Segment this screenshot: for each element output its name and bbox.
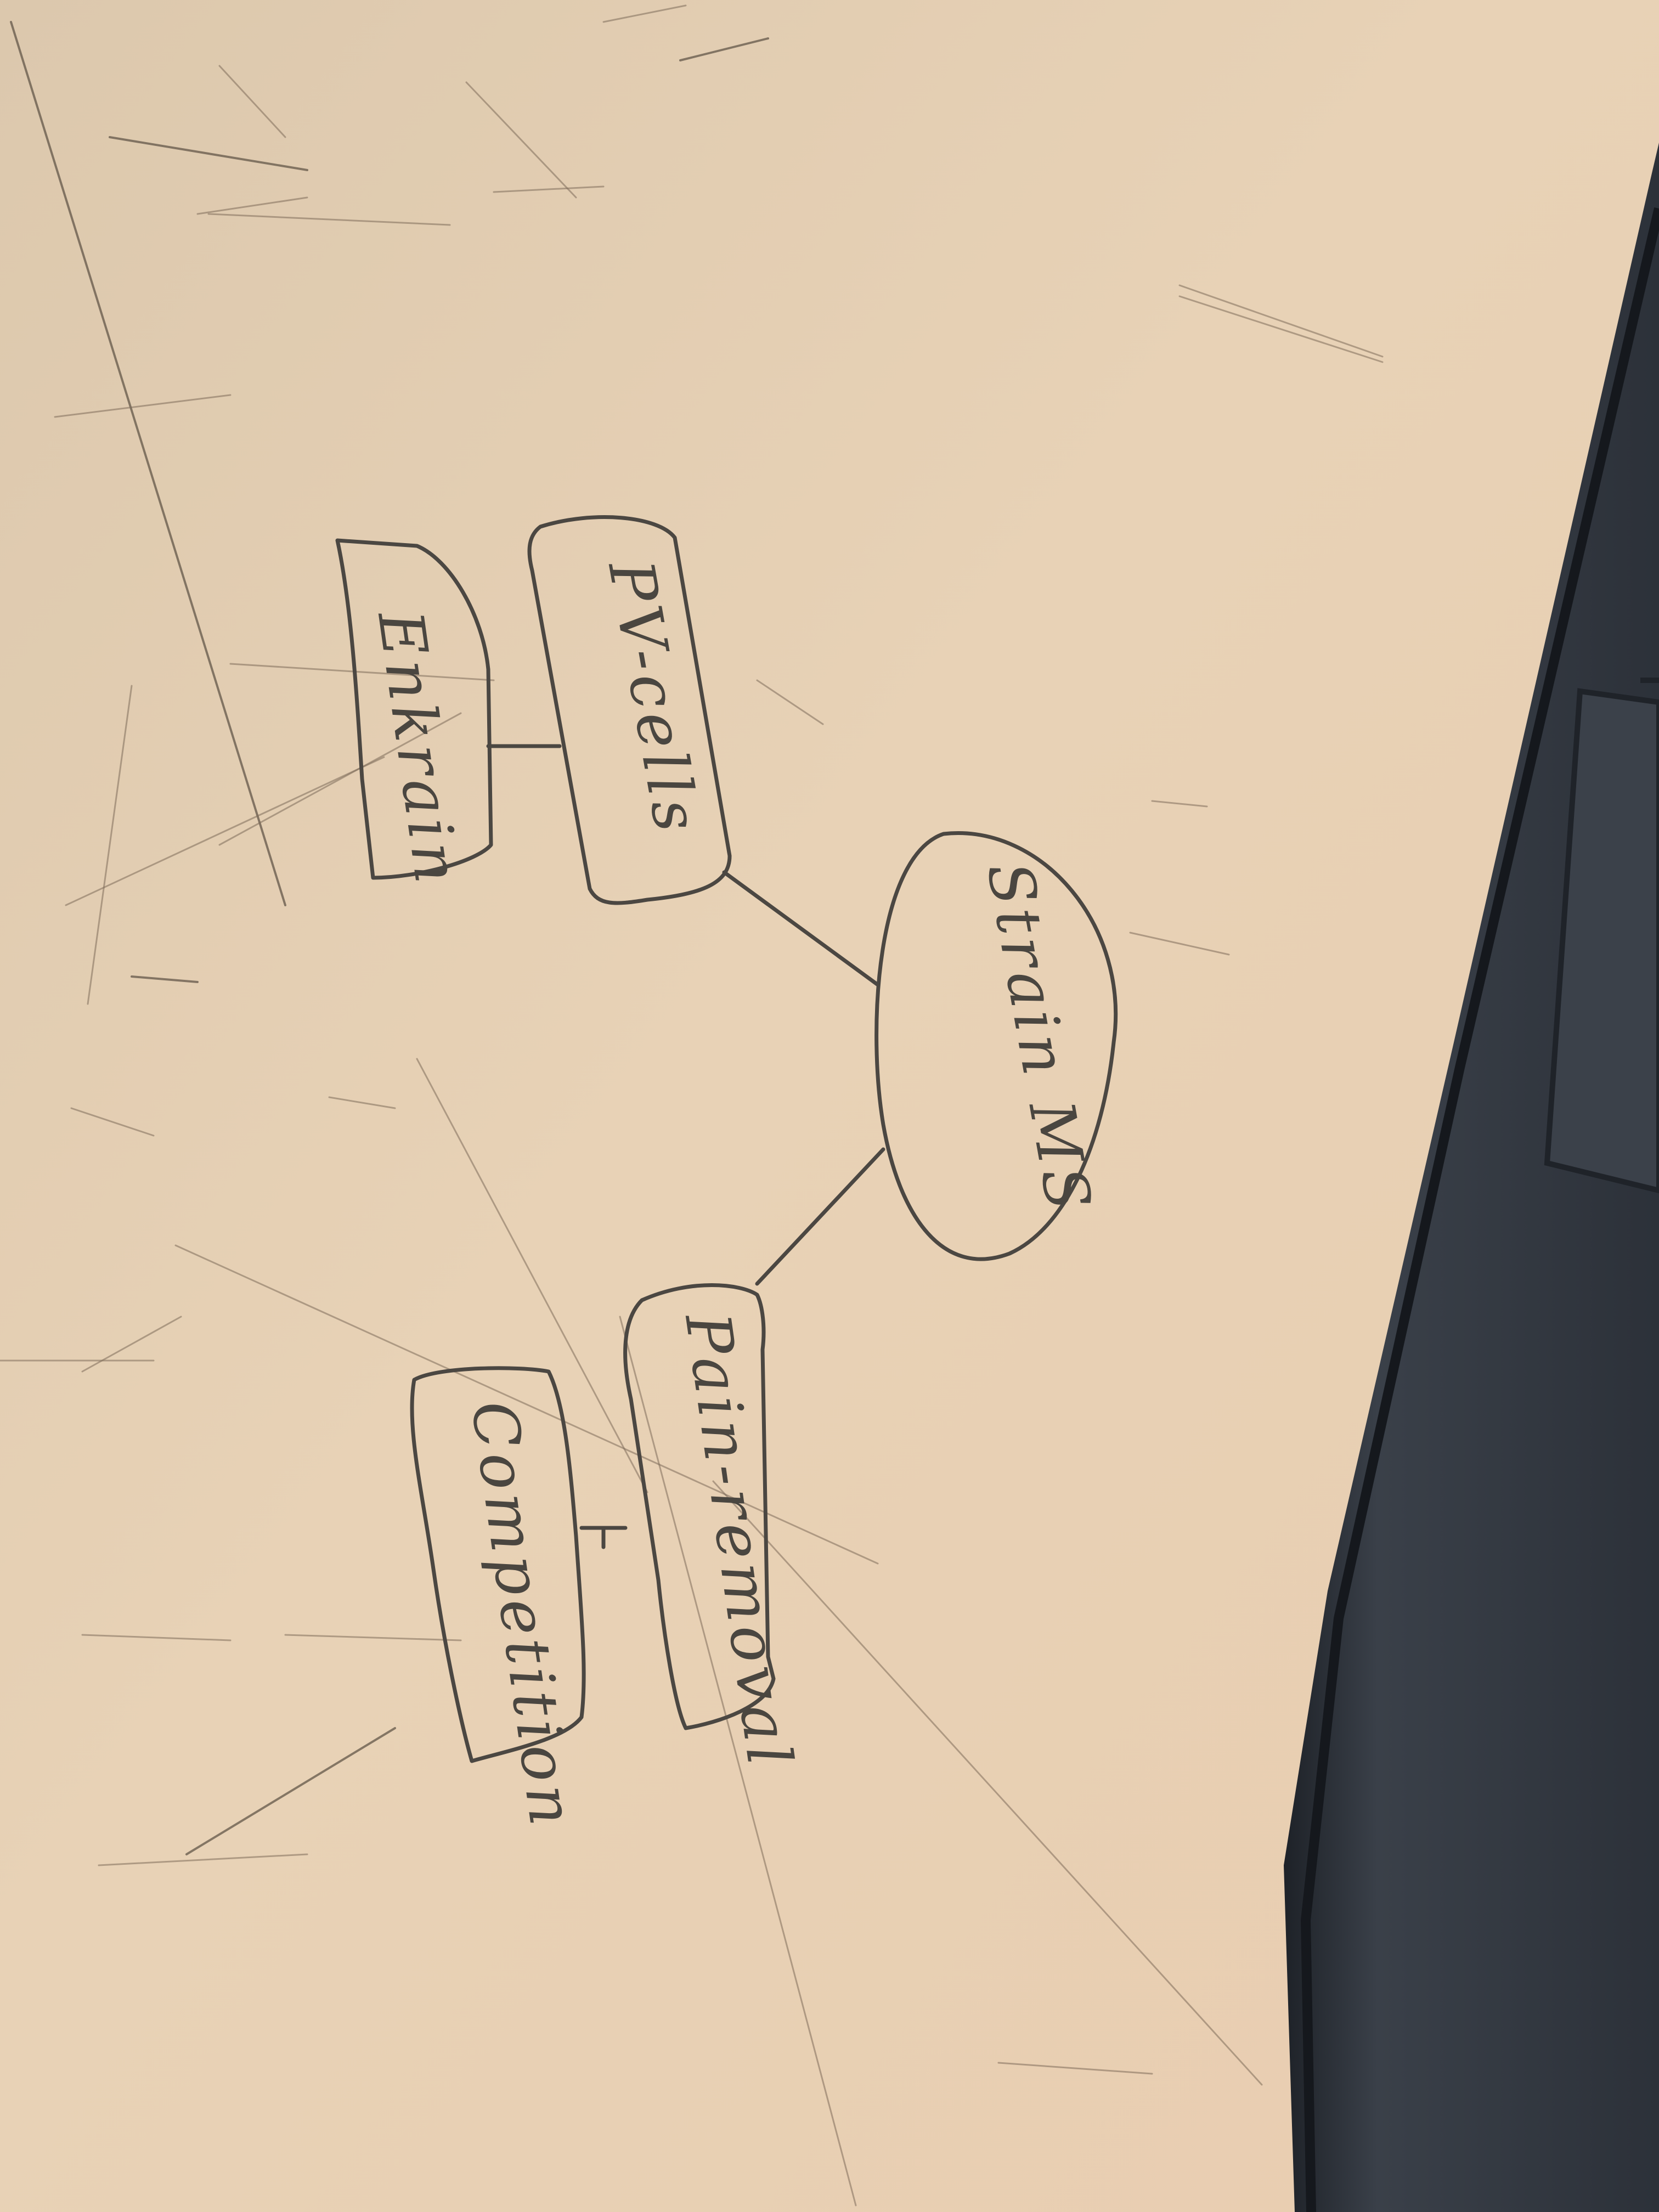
laptop-edge	[1284, 143, 1659, 2212]
connector-center-to-pain-removal	[755, 1147, 885, 1286]
desk-scratches	[0, 4, 1384, 2207]
connector-pain-removal-to-competition	[579, 1526, 628, 1549]
connector-center-to-pv-cells	[722, 870, 880, 987]
connector-lines	[486, 744, 885, 1549]
